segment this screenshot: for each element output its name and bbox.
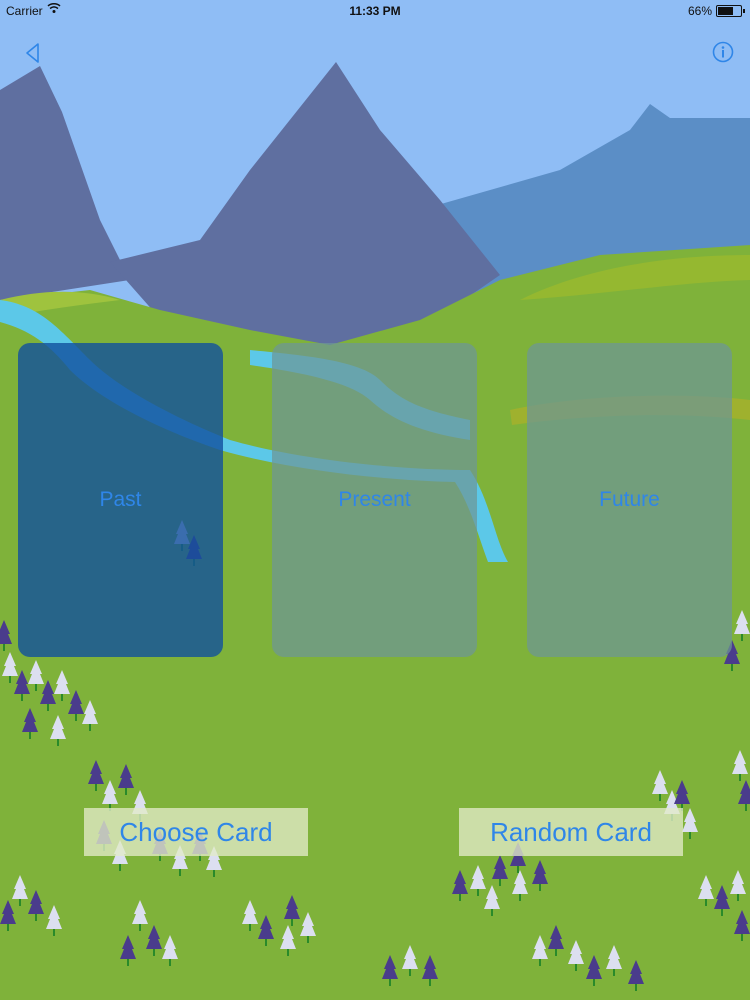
status-bar: Carrier 11:33 PM 66% (0, 0, 750, 22)
card-present-label: Present (338, 488, 411, 511)
card-present[interactable]: Present (272, 343, 477, 657)
wifi-icon (47, 2, 61, 17)
card-future-label: Future (599, 488, 660, 511)
card-past[interactable]: Past (18, 343, 223, 657)
battery-level (718, 7, 733, 15)
random-card-button[interactable]: Random Card (459, 808, 683, 856)
info-button[interactable] (712, 41, 734, 63)
battery-percent: 66% (687, 4, 712, 18)
carrier-label: Carrier (6, 4, 43, 18)
choose-card-button[interactable]: Choose Card (84, 808, 308, 856)
back-button[interactable] (22, 40, 44, 66)
clock: 11:33 PM (349, 4, 401, 18)
battery-icon (716, 5, 745, 17)
info-icon (712, 41, 734, 63)
back-triangle-icon (26, 43, 39, 63)
card-future[interactable]: Future (527, 343, 732, 657)
card-past-label: Past (99, 488, 142, 511)
